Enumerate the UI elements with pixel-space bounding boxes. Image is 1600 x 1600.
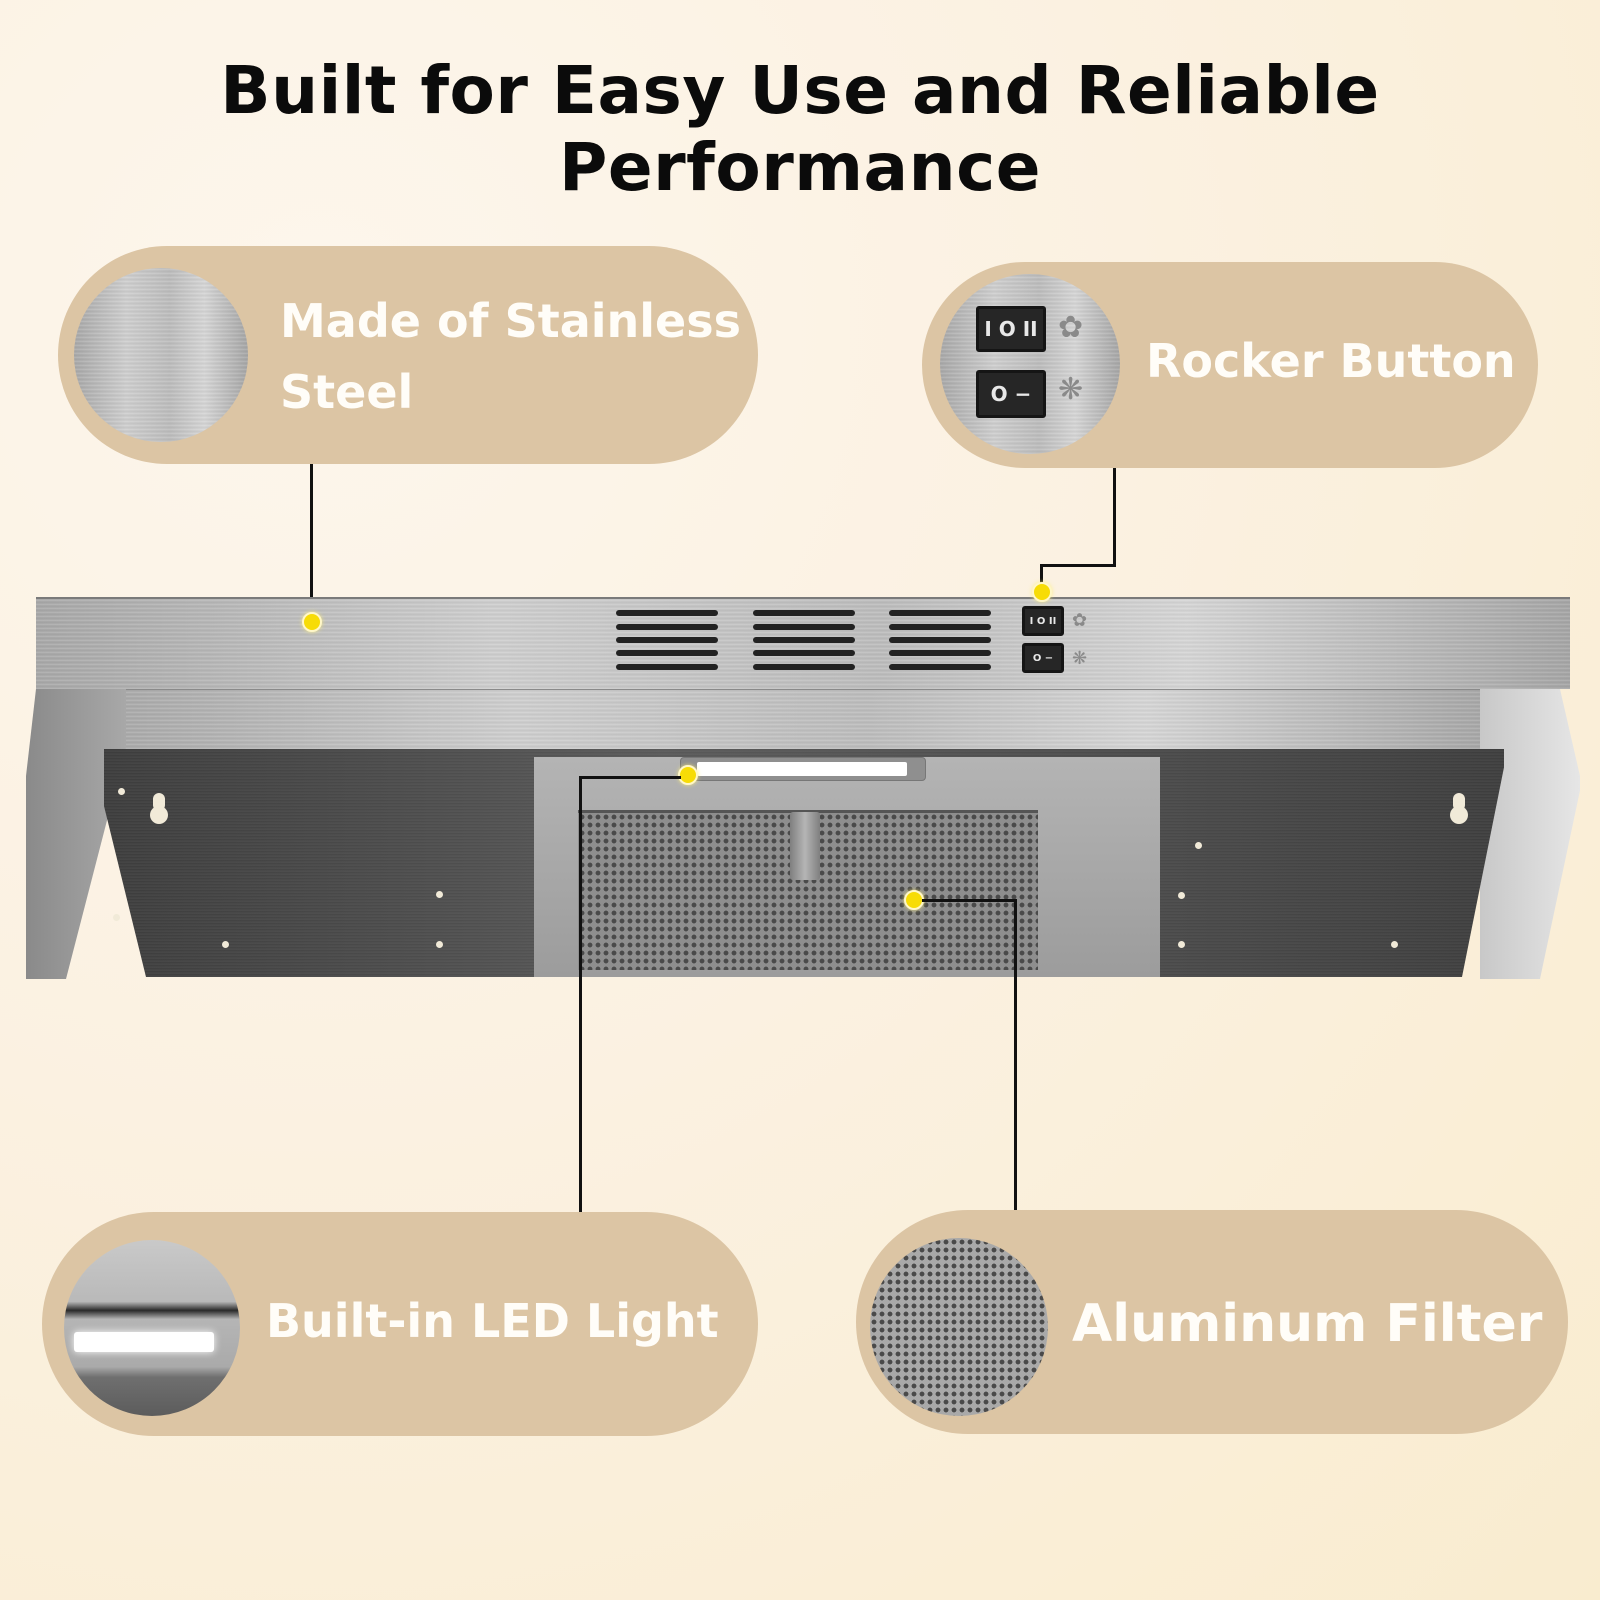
mount-hole	[113, 914, 120, 921]
page-title: Built for Easy Use and Reliable Performa…	[220, 52, 1380, 206]
marker-aluminum-filter	[904, 890, 924, 910]
mount-hole	[1178, 892, 1185, 899]
rocker-switches-thumbnail: I O II O − ✿ ❋	[940, 274, 1120, 454]
mesh-filter-thumbnail	[870, 1238, 1048, 1416]
led-light-strip	[680, 757, 926, 781]
feature-label-rocker-button: Rocker Button	[1146, 334, 1516, 388]
fan-icon: ✿	[1058, 310, 1084, 345]
mount-hole	[1195, 842, 1202, 849]
filter-handle	[790, 812, 820, 880]
feature-pill-stainless-steel: Made of Stainless Steel	[58, 246, 758, 464]
feature-label-led-light: Built-in LED Light	[266, 1294, 719, 1348]
feature-label-stainless-steel: Made of Stainless Steel	[280, 286, 741, 429]
aluminum-mesh-filter	[578, 810, 1038, 970]
left-keyhole	[148, 793, 170, 827]
mount-hole	[436, 941, 443, 948]
right-keyhole	[1448, 793, 1470, 827]
brushed-steel-swatch-icon	[74, 268, 248, 442]
feature-pill-rocker-button: I O II O − ✿ ❋ Rocker Button	[922, 262, 1538, 468]
led-light-thumbnail	[64, 1240, 240, 1416]
mount-hole	[1178, 941, 1185, 948]
feature-pill-led-light: Built-in LED Light	[42, 1212, 758, 1436]
hood-lower-lip	[98, 689, 1496, 749]
feature-label-line2: Steel	[280, 365, 414, 420]
mount-hole	[118, 788, 125, 795]
feature-label-line1: Made of Stainless	[280, 294, 741, 348]
light-bulb-icon: ❋	[1058, 372, 1084, 407]
feature-label-aluminum-filter: Aluminum Filter	[1072, 1294, 1543, 1354]
mount-hole	[222, 941, 229, 948]
led-light-icon	[74, 1332, 214, 1352]
fan-icon: ✿	[1072, 610, 1088, 631]
marker-led-light	[678, 765, 698, 785]
light-rocker-thumb-icon: O −	[976, 370, 1046, 418]
light-rocker-switch[interactable]: O −	[1022, 643, 1064, 673]
hood-right-side	[1480, 689, 1580, 979]
fan-rocker-thumb-icon: I O II	[976, 306, 1046, 352]
marker-stainless-steel	[302, 612, 322, 632]
mount-hole	[1391, 941, 1398, 948]
fan-speed-rocker-switch[interactable]: I O II	[1022, 606, 1064, 636]
marker-rocker-button	[1032, 582, 1052, 602]
light-bulb-icon: ❋	[1072, 648, 1088, 669]
mount-hole	[436, 891, 443, 898]
feature-pill-aluminum-filter: Aluminum Filter	[856, 1210, 1568, 1434]
